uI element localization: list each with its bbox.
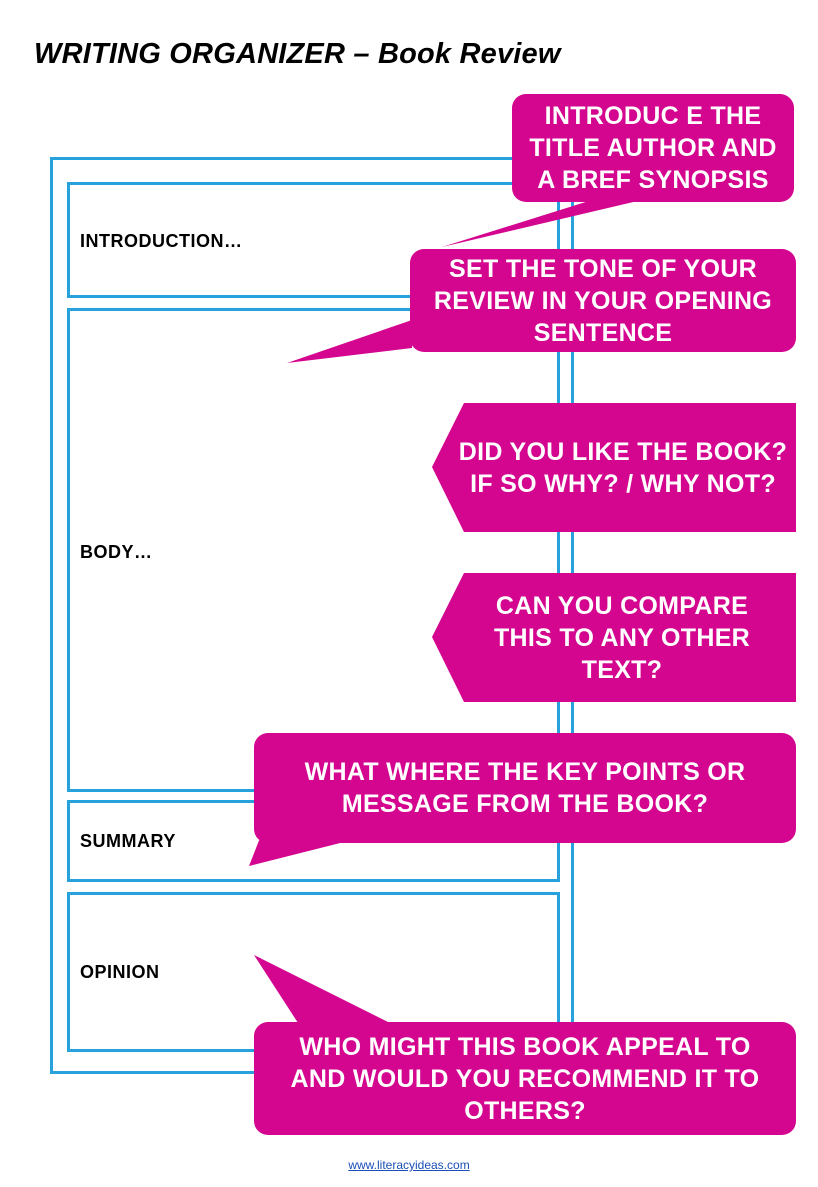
callout-intro-title-shape	[512, 94, 794, 202]
callout-summary-key-tail	[249, 838, 360, 866]
footer-link[interactable]: www.literacyideas.com	[348, 1158, 470, 1172]
introduction-box	[67, 182, 560, 298]
callout-body-like-shape	[432, 403, 796, 532]
summary-label: SUMMARY	[80, 831, 176, 851]
callout-intro-tone-text: SET THE TONE OF YOUR REVIEW IN YOUR OPEN…	[433, 254, 773, 347]
callout-body-compare-shape	[432, 573, 796, 702]
callout-opinion-appeal-shape	[254, 1022, 796, 1135]
callout-opinion-appeal-tail	[254, 955, 396, 1026]
page-title: WRITING ORGANIZER – Book Review	[34, 38, 561, 70]
introduction-label: INTRODUCTION…	[80, 231, 243, 251]
callout-intro-tone-shape	[410, 249, 796, 352]
callout-body-like-text: DID YOU LIKE THE BOOK? IF SO WHY? / WHY …	[458, 437, 788, 498]
callout-intro-title-text: INTRODUC E THE TITLE AUTHOR AND A BREF S…	[529, 102, 777, 194]
callout-body-compare-text: CAN YOU COMPARE THIS TO ANY OTHER TEXT?	[493, 591, 751, 684]
body-label: BODY…	[80, 542, 153, 562]
callout-summary-key-text: WHAT WHERE THE KEY POINTS OR MESSAGE FRO…	[304, 758, 746, 818]
callout-opinion-appeal-text: WHO MIGHT THIS BOOK APPEAL TO AND WOULD …	[290, 1032, 760, 1125]
callout-summary-key-shape	[254, 733, 796, 843]
callout-intro-tone-tail	[287, 320, 412, 363]
callout-intro-title-tail	[442, 200, 642, 247]
opinion-label: OPINION	[80, 962, 160, 982]
